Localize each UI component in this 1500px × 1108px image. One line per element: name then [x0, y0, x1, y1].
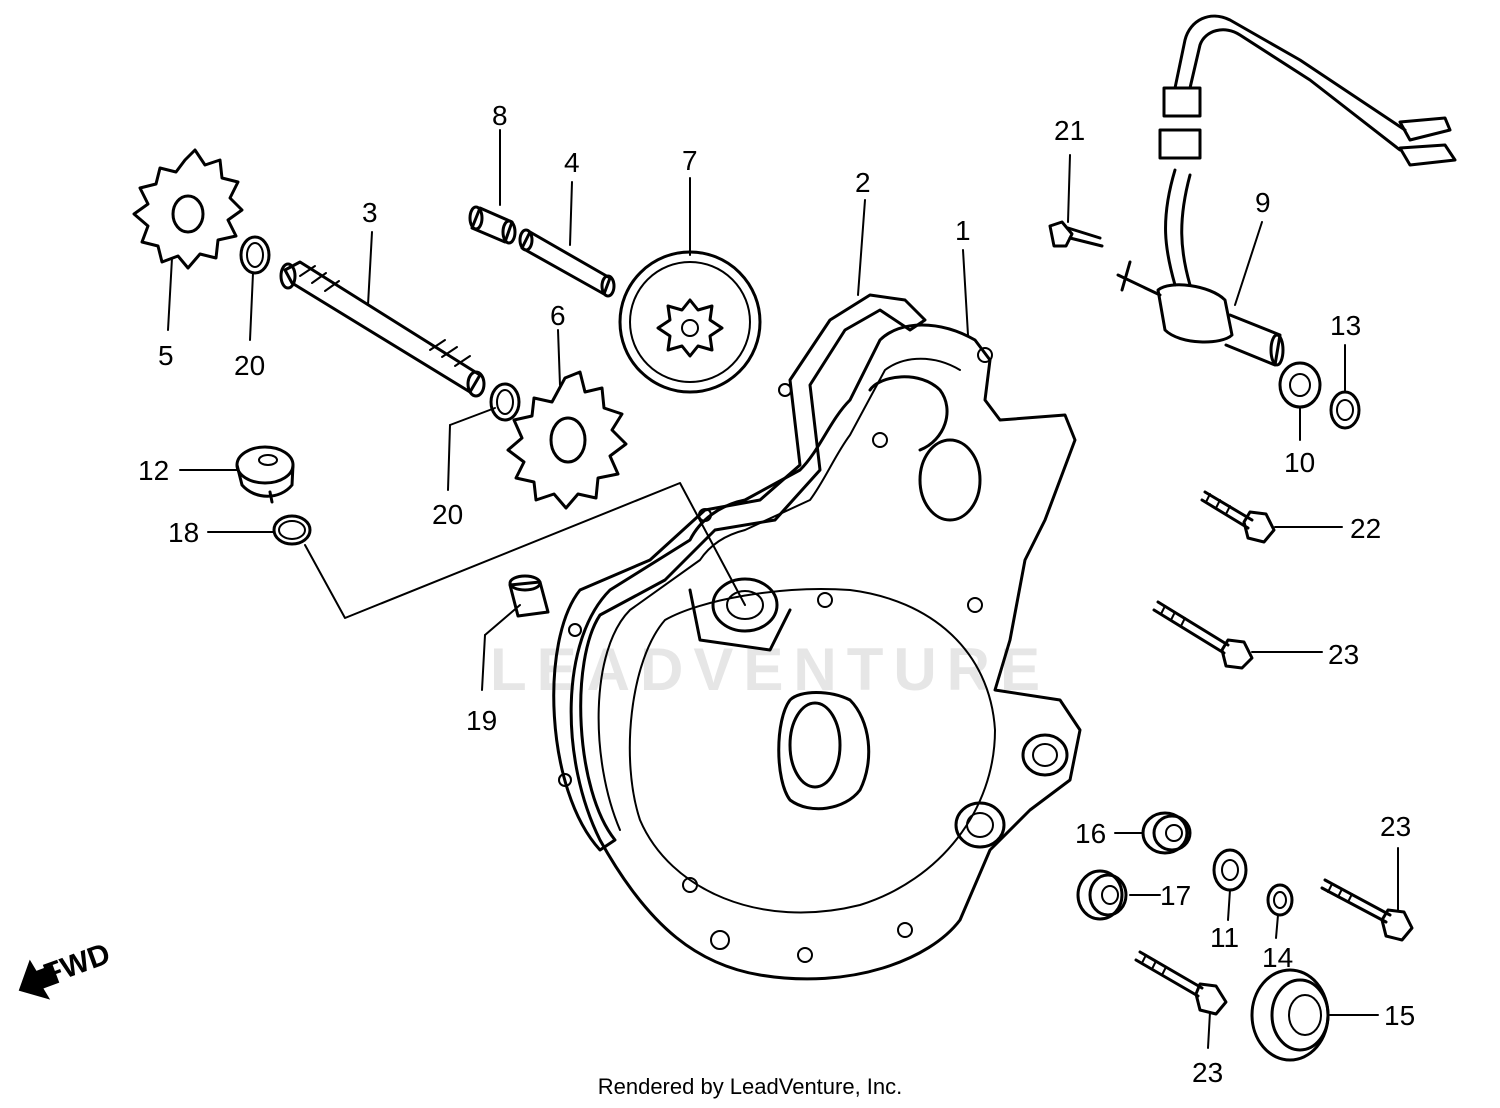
callout-12: 12 [138, 455, 169, 486]
callout-23-right: 23 [1380, 811, 1411, 842]
neutral-switch[interactable] [1116, 14, 1457, 367]
callout-20-lower: 20 [432, 499, 463, 530]
callout-13: 13 [1330, 310, 1361, 341]
bearing-17[interactable] [1076, 869, 1128, 921]
cover-gasket[interactable] [552, 293, 927, 852]
circlip-14[interactable] [1266, 883, 1294, 917]
bolt-23-right[interactable] [1320, 878, 1414, 942]
bolt-22[interactable] [1200, 490, 1276, 544]
idle-gear-7[interactable] [618, 250, 762, 394]
shaft-pin[interactable] [518, 228, 616, 298]
o-ring-13[interactable] [1329, 390, 1361, 430]
fwd-arrow-icon [18, 959, 60, 1000]
starter-gear-6[interactable] [506, 370, 628, 510]
callout-1: 1 [955, 215, 971, 246]
check-bolt-12[interactable] [235, 445, 295, 504]
bolt-21[interactable] [1048, 220, 1104, 248]
circlip-20-upper[interactable] [239, 235, 271, 275]
callout-16: 16 [1075, 818, 1106, 849]
dowel-pin-19[interactable] [508, 574, 550, 618]
callout-labels: 1 2 3 4 5 6 7 8 9 10 11 12 13 14 15 16 1… [138, 100, 1415, 1088]
callout-17: 17 [1160, 880, 1191, 911]
callout-3: 3 [362, 197, 378, 228]
callout-6: 6 [550, 300, 566, 331]
crankcase-cover[interactable] [569, 323, 1082, 981]
callout-8: 8 [492, 100, 508, 131]
circlip-20-lower[interactable] [489, 382, 521, 422]
leader-lines [167, 129, 1399, 1049]
bearing-16[interactable] [1141, 811, 1192, 855]
callout-23-bottom: 23 [1192, 1057, 1223, 1088]
oil-seal-15[interactable] [1250, 968, 1330, 1062]
callout-21: 21 [1054, 115, 1085, 146]
callout-9: 9 [1255, 187, 1271, 218]
bolt-23-upper[interactable] [1152, 600, 1254, 670]
callout-14: 14 [1262, 942, 1293, 973]
o-ring-18[interactable] [272, 514, 312, 546]
callout-4: 4 [564, 147, 580, 178]
starter-gear-5[interactable] [132, 148, 244, 270]
callout-11: 11 [1210, 922, 1239, 953]
fwd-label: FWD [39, 937, 114, 991]
callout-22: 22 [1350, 513, 1381, 544]
callout-2: 2 [855, 167, 871, 198]
callout-18: 18 [168, 517, 199, 548]
fwd-indicator: FWD [18, 937, 115, 1000]
collar-8[interactable] [468, 205, 517, 245]
callout-20-upper: 20 [234, 350, 265, 381]
collar-11[interactable] [1212, 848, 1248, 892]
kick-starter-spindle[interactable] [279, 260, 486, 398]
bolt-23-bottom[interactable] [1134, 950, 1228, 1016]
footer-credit: Rendered by LeadVenture, Inc. [597, 1074, 903, 1099]
callout-10: 10 [1284, 447, 1315, 478]
callout-5: 5 [158, 340, 174, 371]
callout-15: 15 [1384, 1000, 1415, 1031]
callout-7: 7 [682, 145, 698, 176]
washer-10[interactable] [1278, 361, 1322, 409]
callout-23-upper: 23 [1328, 639, 1359, 670]
callout-19: 19 [466, 705, 497, 736]
